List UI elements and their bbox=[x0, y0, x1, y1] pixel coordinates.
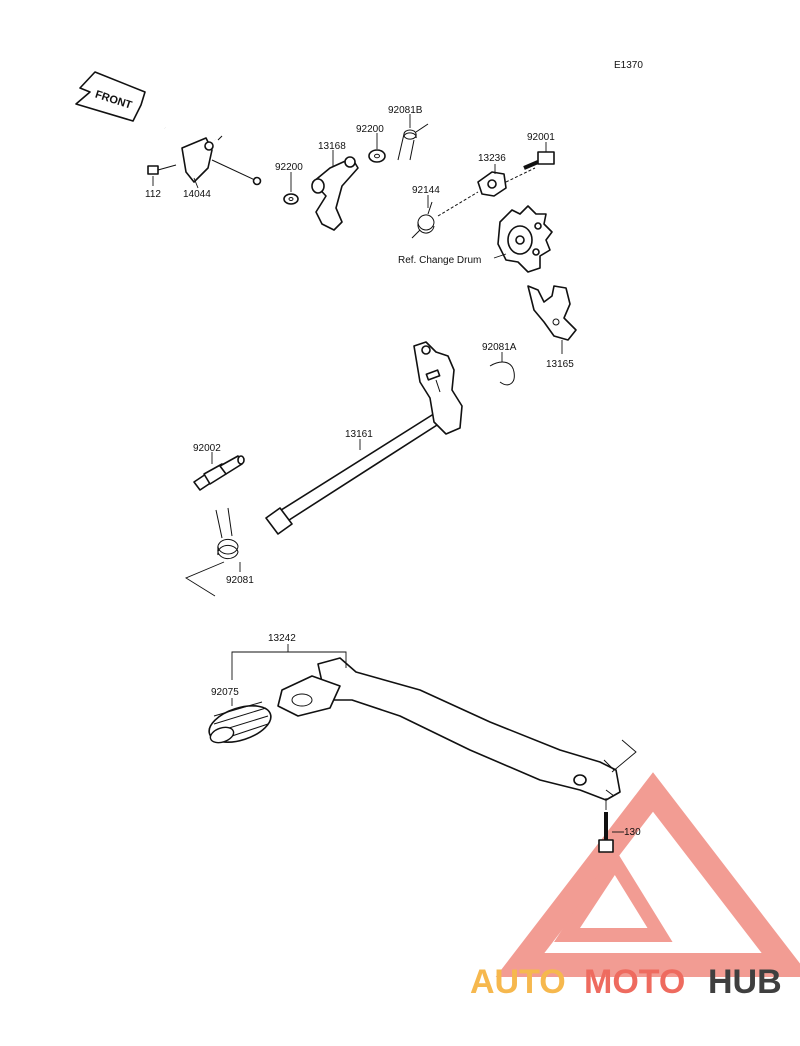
part-92002-pin bbox=[193, 455, 245, 491]
brand-auto: AUTO bbox=[470, 963, 566, 1001]
label-92200-left: 92200 bbox=[275, 162, 303, 173]
front-arrow-icon: FRONT bbox=[75, 71, 146, 122]
label-130: 130 bbox=[624, 827, 641, 838]
label-13242: 13242 bbox=[268, 633, 296, 644]
change-drum-ref bbox=[497, 205, 553, 273]
label-92081: 92081 bbox=[226, 575, 254, 586]
label-13161: 13161 bbox=[345, 429, 373, 440]
part-13161-shaft bbox=[265, 341, 463, 535]
part-92081b-spring bbox=[397, 123, 429, 161]
brand-moto: MOTO bbox=[584, 963, 685, 1001]
part-92144-spring bbox=[411, 201, 435, 239]
part-112-bolt bbox=[147, 164, 177, 175]
label-92200-right: 92200 bbox=[356, 124, 384, 135]
part-92081a-clip bbox=[489, 361, 515, 386]
label-92075: 92075 bbox=[211, 687, 239, 698]
label-92002: 92002 bbox=[193, 443, 221, 454]
part-13165-plate bbox=[527, 285, 577, 341]
part-92001-bolt bbox=[523, 151, 555, 170]
part-13242-pedal bbox=[277, 657, 621, 801]
label-92081a: 92081A bbox=[482, 342, 517, 353]
label-13168: 13168 bbox=[318, 141, 346, 152]
label-14044: 14044 bbox=[183, 189, 211, 200]
part-92200-washer-left bbox=[283, 193, 299, 205]
label-92144: 92144 bbox=[412, 185, 440, 196]
watermark-triangle-logo bbox=[495, 772, 800, 977]
label-112: 112 bbox=[145, 189, 161, 200]
part-13236-plate bbox=[437, 167, 536, 217]
part-13168-arm bbox=[311, 156, 359, 231]
label-13165: 13165 bbox=[546, 359, 574, 370]
diagram-code: E1370 bbox=[614, 60, 643, 71]
label-92001: 92001 bbox=[527, 132, 555, 143]
part-92200-washer-right bbox=[368, 149, 386, 163]
part-92081-spring bbox=[215, 507, 239, 560]
part-92075-rubber bbox=[208, 701, 272, 744]
label-ref-change-drum: Ref. Change Drum bbox=[398, 255, 481, 266]
part-130-bolt bbox=[598, 798, 614, 853]
label-13236: 13236 bbox=[478, 153, 506, 164]
brand-hub: HUB bbox=[708, 963, 782, 1001]
watermark-brand: AUTO MOTO HUB bbox=[470, 963, 782, 1001]
part-14044-bracket bbox=[164, 126, 262, 186]
label-92081b: 92081B bbox=[388, 105, 423, 116]
